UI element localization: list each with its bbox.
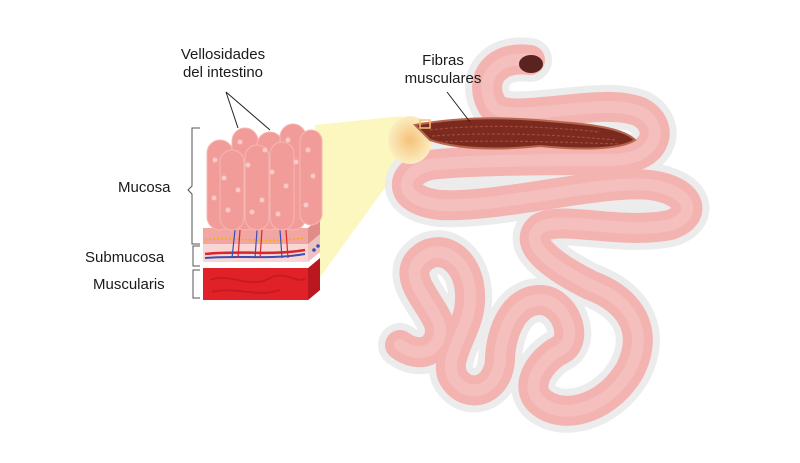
fibers-label-line2: musculares — [404, 70, 482, 87]
mucosa-label: Mucosa — [118, 179, 171, 196]
zoom-beam — [315, 116, 405, 280]
muscularis-label: Muscularis — [93, 276, 165, 293]
submucosa-bracket — [192, 245, 200, 267]
villi-pointer-right — [225, 91, 271, 131]
villi-cells — [211, 137, 316, 217]
intestine-opening — [519, 55, 543, 73]
mucosa-bracket — [187, 127, 200, 245]
fibers-label: Fibras musculares — [388, 52, 498, 88]
fibers-label-line1: Fibras — [422, 52, 464, 69]
villi-pointer-left — [225, 91, 239, 129]
muscularis-bracket — [192, 269, 200, 299]
villi-label-line2: del intestino — [182, 64, 264, 81]
fibers-pointer — [446, 91, 471, 123]
submucosa-label: Submucosa — [85, 249, 165, 266]
villi-label-line1: Vellosidades — [180, 46, 266, 63]
muscle-fibers-section — [412, 117, 637, 150]
villi-label: Vellosidades del intestino — [148, 46, 298, 82]
tissue-block — [203, 123, 323, 300]
small-intestine — [378, 37, 710, 433]
